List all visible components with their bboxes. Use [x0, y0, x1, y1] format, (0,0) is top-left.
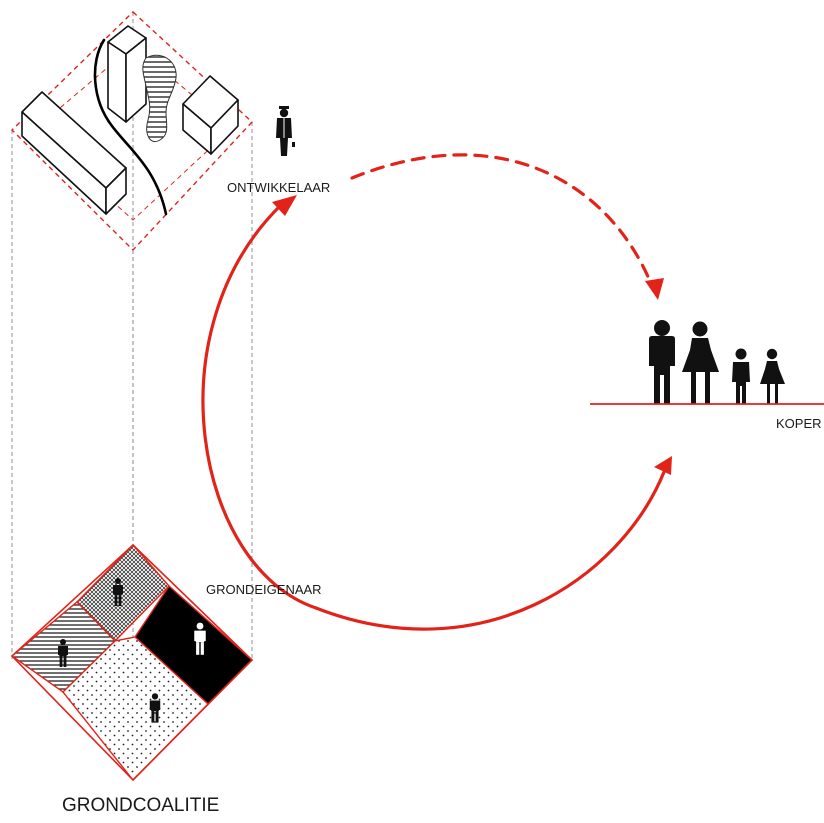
coalition-outline: [10, 543, 254, 782]
buyer-family: [649, 320, 785, 404]
boy-icon: [732, 348, 750, 404]
woman-icon: [682, 321, 719, 404]
man-icon: [649, 320, 675, 404]
land-coalition: [10, 543, 254, 782]
landowner-label: GRONDEIGENAAR: [206, 582, 322, 597]
building-plot: [11, 11, 253, 252]
developer-person-icon: [276, 106, 295, 156]
road-curve: [93, 38, 168, 216]
coalition-label: GRONDCOALITIE: [62, 795, 220, 816]
arrow-landowner-to-buyer: [314, 470, 666, 631]
arrow-heads: [272, 195, 672, 475]
cycle-arrows: [201, 153, 666, 631]
building-tower: [107, 25, 147, 123]
water-feature: [142, 54, 177, 142]
arrow-developer-to-buyer: [350, 153, 654, 288]
arrow-landowner-to-developer: [201, 202, 318, 610]
building-slab: [21, 91, 127, 215]
girl-icon: [760, 348, 785, 404]
parcel-bottom: [62, 636, 210, 782]
buyer-label: KOPER: [776, 416, 822, 431]
building-cube: [182, 75, 239, 155]
developer-label: ONTWIKKELAAR: [227, 180, 331, 195]
